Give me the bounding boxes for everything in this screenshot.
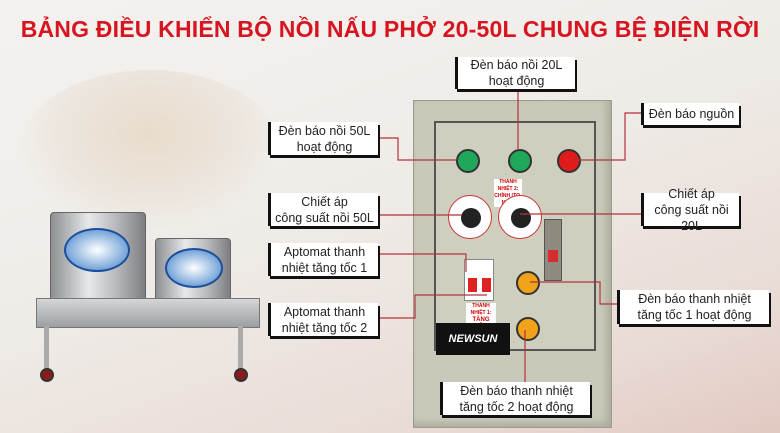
callout-power-lamp: Đèn báo nguồn bbox=[641, 103, 739, 125]
pot-stand bbox=[36, 298, 260, 328]
potentiometer-50l bbox=[448, 195, 492, 239]
line-power-lamp bbox=[575, 112, 641, 161]
lamp-20l-green bbox=[508, 149, 532, 173]
lamp-50l-green bbox=[456, 149, 480, 173]
boost-lamp-2-amber bbox=[516, 317, 540, 341]
line-boost-lamp-1 bbox=[530, 281, 617, 305]
line-lamp-50l bbox=[378, 137, 456, 161]
pot-20l-badge bbox=[165, 248, 223, 288]
potentiometer-20l bbox=[498, 195, 542, 239]
line-breaker-1 bbox=[378, 253, 467, 272]
pho-bowl-background bbox=[20, 70, 280, 230]
control-panel: THANH NHIỆT 2:CHÍNH (TO-NHỎ) THANH NHIỆT… bbox=[413, 100, 612, 428]
door-latch bbox=[544, 219, 562, 281]
wheel bbox=[40, 368, 54, 382]
boost-lamp-1-amber bbox=[516, 271, 540, 295]
wheel bbox=[234, 368, 248, 382]
newsun-logo: NEWSUN bbox=[436, 323, 510, 355]
pot-50l-badge bbox=[64, 228, 130, 272]
power-lamp-red bbox=[557, 149, 581, 173]
page-title: BẢNG ĐIỀU KHIỂN BỘ NỒI NẤU PHỞ 20-50L CH… bbox=[20, 16, 760, 42]
line-breaker-2 bbox=[378, 294, 487, 319]
breakers bbox=[464, 259, 494, 301]
